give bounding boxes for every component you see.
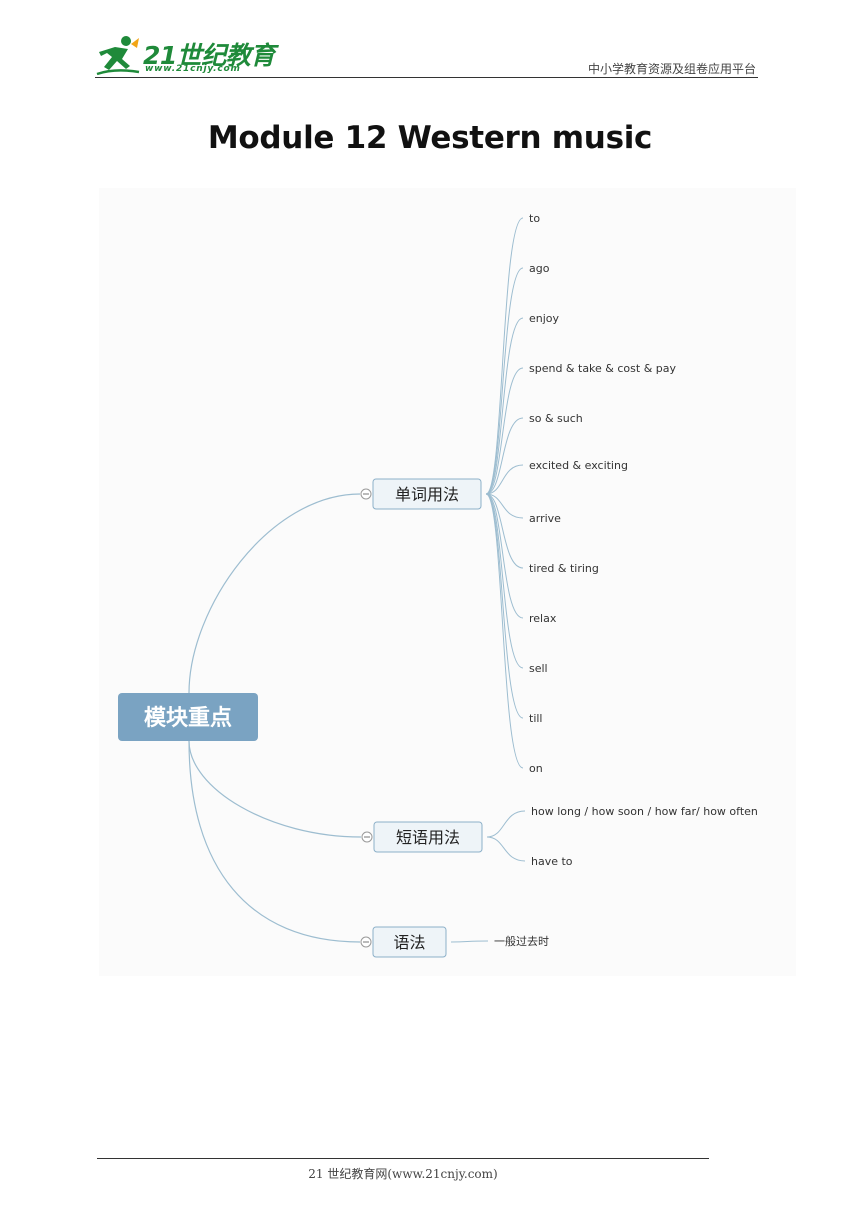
footer-text: 21 世纪教育网(www.21cnjy.com): [308, 1167, 498, 1181]
connector-leaf: [485, 493, 524, 619]
connector-leaf: [485, 317, 524, 495]
branch-node-3[interactable]: [372, 926, 447, 958]
branch-node-label: 单词用法: [395, 485, 459, 504]
connector-leaf: [450, 940, 489, 943]
mind-map-canvas: 模块重点 单词用法 to ago enjoy spend & take & cost & …: [118, 212, 758, 958]
header-divider: [95, 77, 758, 78]
leaf-node[interactable]: enjoy: [529, 312, 560, 325]
leaf-node[interactable]: excited & exciting: [529, 459, 628, 472]
connector-leaf: [485, 493, 524, 669]
branch-node-label: 语法: [393, 933, 425, 952]
connector-leaf: [485, 493, 524, 519]
leaf-node[interactable]: ago: [529, 262, 550, 275]
leaf-node[interactable]: so & such: [529, 412, 583, 425]
header-tagline: 中小学教育资源及组卷应用平台: [587, 62, 756, 76]
connector-leaf: [485, 493, 524, 719]
logo-text: 21世纪教育: [143, 41, 275, 70]
connector-leaf: [485, 217, 524, 495]
page-title: Module 12 Western music: [207, 120, 653, 156]
branch-node-label: 短语用法: [396, 828, 460, 847]
footer-divider: [97, 1158, 709, 1159]
leaf-node[interactable]: how long / how soon / how far/ how often: [531, 805, 758, 818]
leaf-node[interactable]: relax: [529, 612, 557, 625]
leaf-node[interactable]: arrive: [529, 512, 561, 525]
runner-logo-icon: [96, 36, 140, 76]
page-header: 21世纪教育 www.21cnjy.com 中小学教育资源及组卷应用平台: [0, 0, 860, 90]
leaf-node[interactable]: sell: [529, 662, 548, 675]
leaf-node[interactable]: spend & take & cost & pay: [529, 362, 676, 375]
connector-leaf: [485, 464, 524, 495]
connector-leaf: [485, 367, 524, 495]
leaf-node[interactable]: on: [529, 762, 543, 775]
connector-root-branch-2: [188, 740, 362, 838]
leaf-node[interactable]: till: [529, 712, 542, 725]
root-node[interactable]: [118, 693, 258, 741]
site-logo[interactable]: 21世纪教育 www.21cnjy.com: [95, 34, 275, 78]
logo-url: www.21cnjy.com: [145, 64, 241, 74]
leaf-node[interactable]: tired & tiring: [529, 562, 599, 575]
leaf-node[interactable]: have to: [531, 855, 573, 868]
branch-node-1[interactable]: [372, 478, 482, 510]
connector-leaf: [485, 417, 524, 495]
connector-leaf: [485, 267, 524, 495]
connector-leaf: [486, 836, 526, 862]
root-node-label: 模块重点: [144, 705, 232, 731]
connector-root-branch-1: [188, 493, 361, 694]
connector-leaf: [485, 493, 524, 769]
mind-map: 模块重点 单词用法 to ago enjoy spend & take & cost & …: [99, 188, 796, 976]
connector-root-branch-3: [188, 740, 361, 943]
leaf-node[interactable]: 一般过去时: [494, 935, 549, 948]
leaf-node[interactable]: to: [529, 212, 540, 225]
connector-leaf: [485, 493, 524, 569]
connector-leaf: [486, 810, 526, 838]
branch-node-2[interactable]: [373, 821, 483, 853]
